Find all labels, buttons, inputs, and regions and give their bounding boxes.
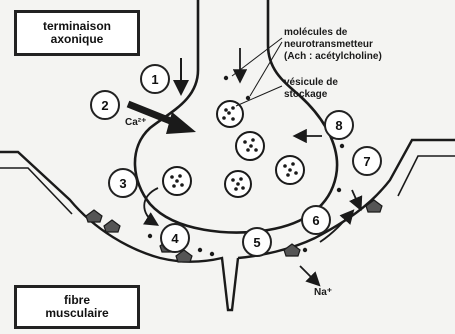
fiber-label-line2: musculaire: [17, 307, 137, 320]
step-8-number: 8: [335, 118, 342, 133]
step-1-number: 1: [151, 72, 158, 87]
muscle-fold-right: [398, 156, 455, 196]
receptor: [86, 200, 382, 262]
molecules-label-line2: neurotransmetteur: [284, 40, 373, 50]
step-3-number: 3: [119, 176, 126, 191]
molecules-label-line3: (Ach : acétylcholine): [284, 52, 382, 62]
leader-vesicle: [236, 86, 282, 106]
terminal-label-line2: axonique: [17, 33, 137, 46]
molecules-label-line1: molécules de: [284, 28, 347, 38]
fiber-label-box: fibre musculaire: [14, 285, 140, 329]
calcium-label: Ca²⁺: [125, 118, 146, 128]
step-6-number: 6: [312, 213, 319, 228]
sodium-label: Na⁺: [314, 288, 332, 298]
step-5-number: 5: [253, 235, 260, 250]
step-8-marker: 8: [324, 110, 354, 140]
step-2-number: 2: [101, 98, 108, 113]
step-4-marker: 4: [160, 223, 190, 253]
step-1-marker: 1: [140, 64, 170, 94]
step-4-number: 4: [171, 231, 178, 246]
arrow-sodium-entry: [300, 266, 318, 284]
step-2-marker: 2: [90, 90, 120, 120]
vesicle: [163, 101, 304, 197]
vesicle-label-line2: stockage: [284, 90, 327, 100]
step-5-marker: 5: [242, 227, 272, 257]
step-3-marker: 3: [108, 168, 138, 198]
terminal-label-box: terminaison axonique: [14, 10, 140, 56]
vesicle-label-line1: vésicule de: [284, 78, 338, 88]
arrow-reuptake: [352, 190, 360, 208]
arrow-calcium-head: [166, 112, 196, 134]
step-7-number: 7: [363, 154, 370, 169]
step-6-marker: 6: [301, 205, 331, 235]
step-7-marker: 7: [352, 146, 382, 176]
